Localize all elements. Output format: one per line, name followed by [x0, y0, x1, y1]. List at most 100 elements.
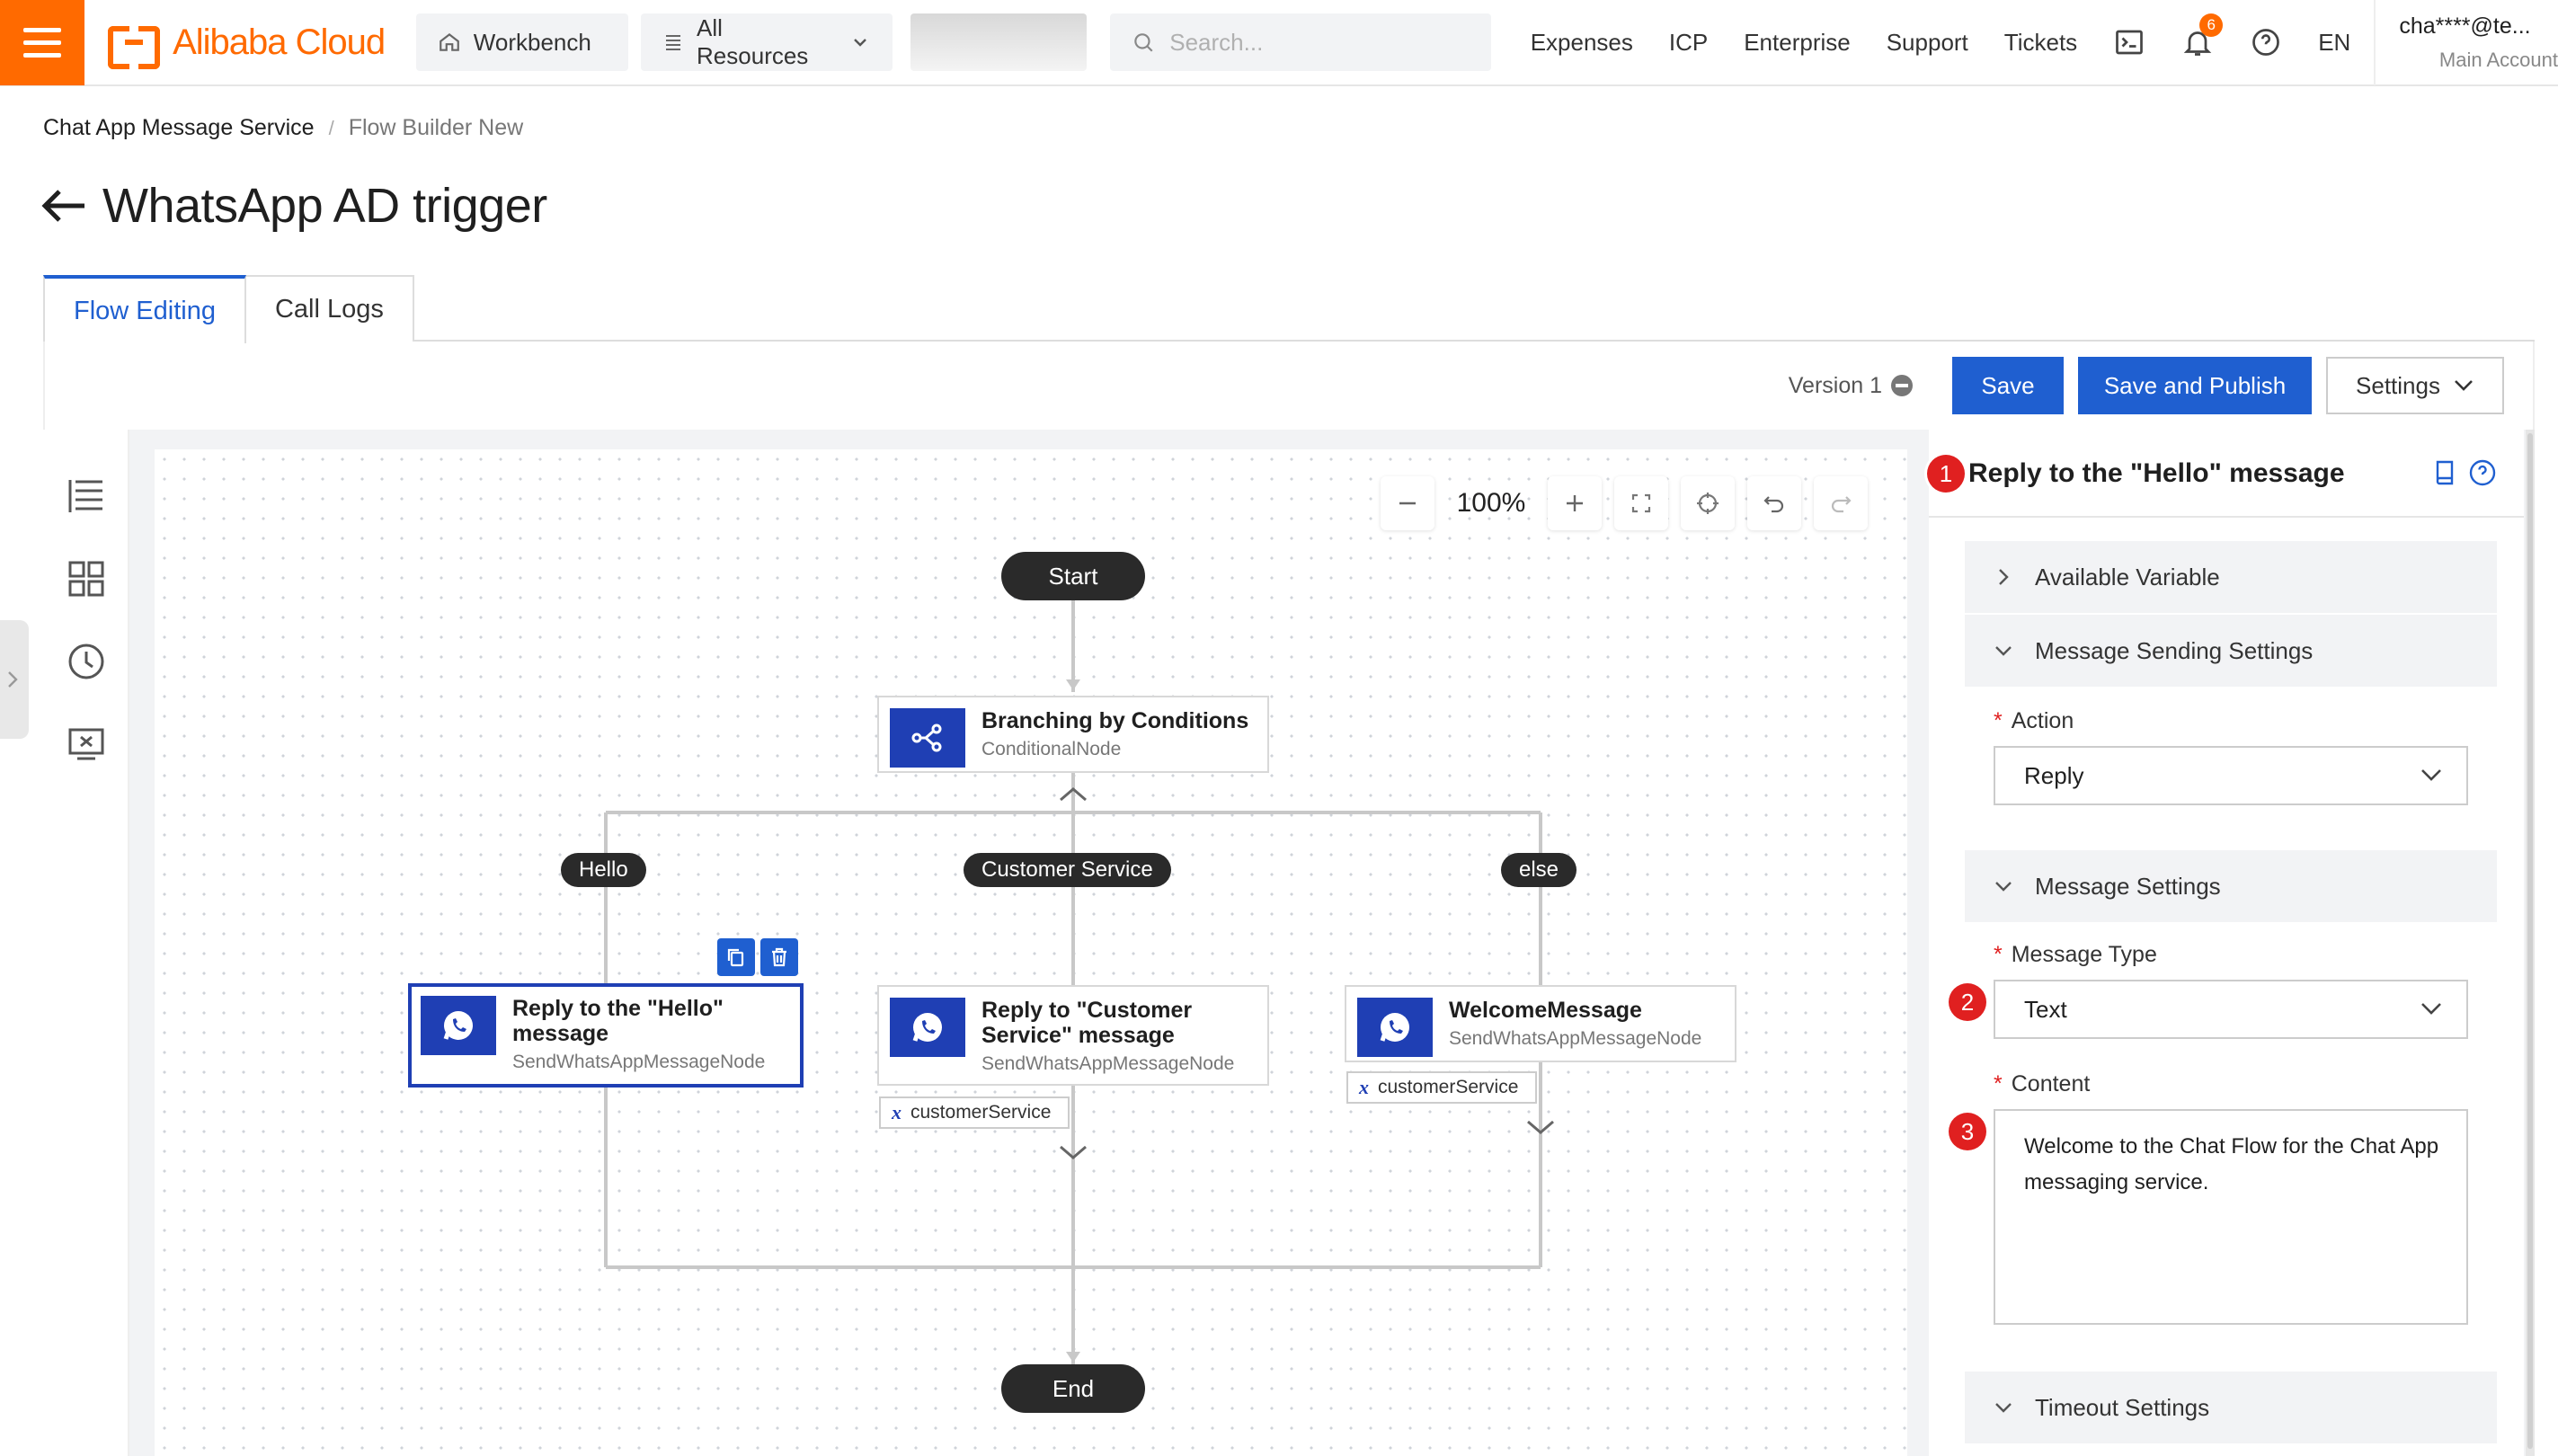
- action-value: Reply: [2024, 761, 2084, 789]
- nav-support[interactable]: Support: [1886, 28, 1968, 56]
- terminal-icon[interactable]: [2113, 26, 2145, 58]
- variable-x-icon: x: [1359, 1076, 1369, 1098]
- node-name: Reply to "Customer Service" message: [981, 998, 1193, 1048]
- available-variable-section[interactable]: Available Variable: [1965, 541, 2497, 613]
- alibaba-logo-icon: [108, 26, 161, 69]
- variable-tag[interactable]: x customerService: [1346, 1071, 1537, 1104]
- copy-icon: [727, 948, 744, 967]
- workbench-label: Workbench: [473, 28, 591, 56]
- history-clock-icon[interactable]: [67, 642, 106, 681]
- hamburger-menu-icon[interactable]: [0, 0, 85, 85]
- all-resources-label: All Resources: [697, 14, 809, 69]
- trash-icon: [772, 947, 786, 967]
- settings-dropdown[interactable]: Settings: [2326, 357, 2504, 414]
- message-type-select[interactable]: Text: [1994, 980, 2468, 1039]
- components-grid-icon[interactable]: [67, 559, 106, 599]
- branch-label-else[interactable]: else: [1501, 853, 1577, 887]
- chevron-down-icon: [2455, 380, 2473, 391]
- message-type-label-text: Message Type: [2011, 942, 2157, 967]
- annotation-marker-1: 1: [1927, 455, 1965, 493]
- node-type: SendWhatsAppMessageNode: [981, 1053, 1235, 1074]
- copy-node-button[interactable]: [717, 938, 755, 976]
- all-resources-dropdown[interactable]: All Resources: [641, 13, 893, 71]
- zoom-in-button[interactable]: [1548, 476, 1602, 530]
- action-select[interactable]: Reply: [1994, 746, 2468, 805]
- workbench-button[interactable]: Workbench: [415, 13, 628, 71]
- branch-label-customer-service[interactable]: Customer Service: [964, 853, 1171, 887]
- hello-reply-node[interactable]: Reply to the "Hello" message SendWhatsAp…: [408, 983, 804, 1088]
- chevron-right-icon: [1999, 569, 2009, 585]
- debug-screen-icon[interactable]: [67, 724, 106, 764]
- version-label: Version 1: [1788, 372, 1882, 398]
- chevron-down-icon: [854, 39, 867, 47]
- expand-handle[interactable]: [0, 620, 29, 739]
- home-icon: [439, 32, 459, 51]
- fullscreen-button[interactable]: [1614, 476, 1668, 530]
- nav-tickets[interactable]: Tickets: [2003, 28, 2078, 56]
- locate-button[interactable]: [1681, 476, 1735, 530]
- tab-call-logs[interactable]: Call Logs: [245, 275, 414, 342]
- end-node[interactable]: End: [1001, 1364, 1145, 1413]
- scrollbar-thumb[interactable]: [2527, 433, 2533, 1449]
- page-header: WhatsApp AD trigger: [40, 178, 547, 234]
- save-button[interactable]: Save: [1952, 357, 2064, 414]
- customer-service-reply-node[interactable]: Reply to "Customer Service" message Send…: [877, 985, 1269, 1086]
- panel-scrollbar[interactable]: [2526, 430, 2535, 1456]
- notification-badge: 6: [2199, 13, 2224, 37]
- node-action-bar: [717, 938, 798, 976]
- brand-name: Alibaba Cloud: [173, 22, 386, 62]
- message-sending-settings-section[interactable]: Message Sending Settings: [1965, 615, 2497, 687]
- node-type: SendWhatsAppMessageNode: [1449, 1028, 1702, 1049]
- tab-flow-editing[interactable]: Flow Editing: [43, 275, 246, 343]
- search-placeholder: Search...: [1169, 28, 1264, 56]
- message-settings-section[interactable]: Message Settings: [1965, 850, 2497, 922]
- variable-tag[interactable]: x customerService: [879, 1096, 1070, 1129]
- search-input[interactable]: Search...: [1110, 13, 1491, 71]
- action-label-text: Action: [2011, 708, 2074, 733]
- welcome-message-node[interactable]: WelcomeMessage SendWhatsAppMessageNode: [1345, 985, 1736, 1062]
- undo-button[interactable]: [1747, 476, 1801, 530]
- nav-icp[interactable]: ICP: [1668, 28, 1709, 56]
- variable-x-icon: x: [892, 1101, 902, 1123]
- breadcrumb: Chat App Message Service / Flow Builder …: [43, 115, 523, 141]
- delete-node-button[interactable]: [760, 938, 798, 976]
- nav-enterprise[interactable]: Enterprise: [1744, 28, 1851, 56]
- chevron-right-icon: [8, 671, 18, 688]
- branch-share-icon: [890, 708, 965, 768]
- whatsapp-icon: [1357, 998, 1433, 1057]
- nav-expenses[interactable]: Expenses: [1530, 28, 1633, 56]
- bell-icon[interactable]: 6: [2181, 13, 2224, 58]
- whatsapp-icon: [890, 998, 965, 1057]
- breadcrumb-chat-app[interactable]: Chat App Message Service: [43, 115, 315, 140]
- variable-name: customerService: [910, 1102, 1052, 1123]
- alibaba-cloud-logo[interactable]: Alibaba Cloud: [108, 22, 396, 69]
- content-textarea[interactable]: Welcome to the Chat Flow for the Chat Ap…: [1994, 1109, 2468, 1325]
- help-icon[interactable]: [2250, 26, 2282, 58]
- zoom-out-button[interactable]: [1381, 476, 1434, 530]
- save-and-publish-button[interactable]: Save and Publish: [2078, 357, 2312, 414]
- chevron-down-icon: [1995, 1403, 2012, 1413]
- timeout-settings-section[interactable]: Timeout Settings: [1965, 1372, 2497, 1443]
- help-circle-icon[interactable]: [2468, 458, 2497, 487]
- redo-button[interactable]: [1814, 476, 1868, 530]
- book-icon[interactable]: [2432, 458, 2459, 487]
- breadcrumb-flow-builder: Flow Builder New: [348, 115, 524, 140]
- language-switch[interactable]: EN: [2318, 28, 2351, 56]
- version-indicator[interactable]: Version 1: [1789, 373, 1913, 399]
- chevron-down-icon: [2421, 1003, 2441, 1015]
- start-node[interactable]: Start: [1001, 552, 1145, 600]
- node-type: ConditionalNode: [981, 739, 1122, 759]
- outline-list-icon[interactable]: [67, 476, 106, 516]
- node-sidebar: [43, 430, 129, 1456]
- conditional-node[interactable]: Branching by Conditions ConditionalNode: [877, 696, 1269, 773]
- action-label: *Action: [1994, 708, 2074, 734]
- back-arrow-icon[interactable]: [40, 188, 86, 224]
- branch-label-hello[interactable]: Hello: [561, 853, 646, 887]
- node-name: Branching by Conditions: [981, 708, 1249, 733]
- account-menu[interactable]: cha****@te... Main Account: [2374, 0, 2558, 85]
- flow-canvas[interactable]: [155, 449, 1907, 1456]
- annotation-marker-2: 2: [1949, 983, 1986, 1021]
- annotation-marker-3: 3: [1949, 1113, 1986, 1150]
- whatsapp-icon: [421, 996, 496, 1055]
- plus-icon: [1567, 495, 1583, 511]
